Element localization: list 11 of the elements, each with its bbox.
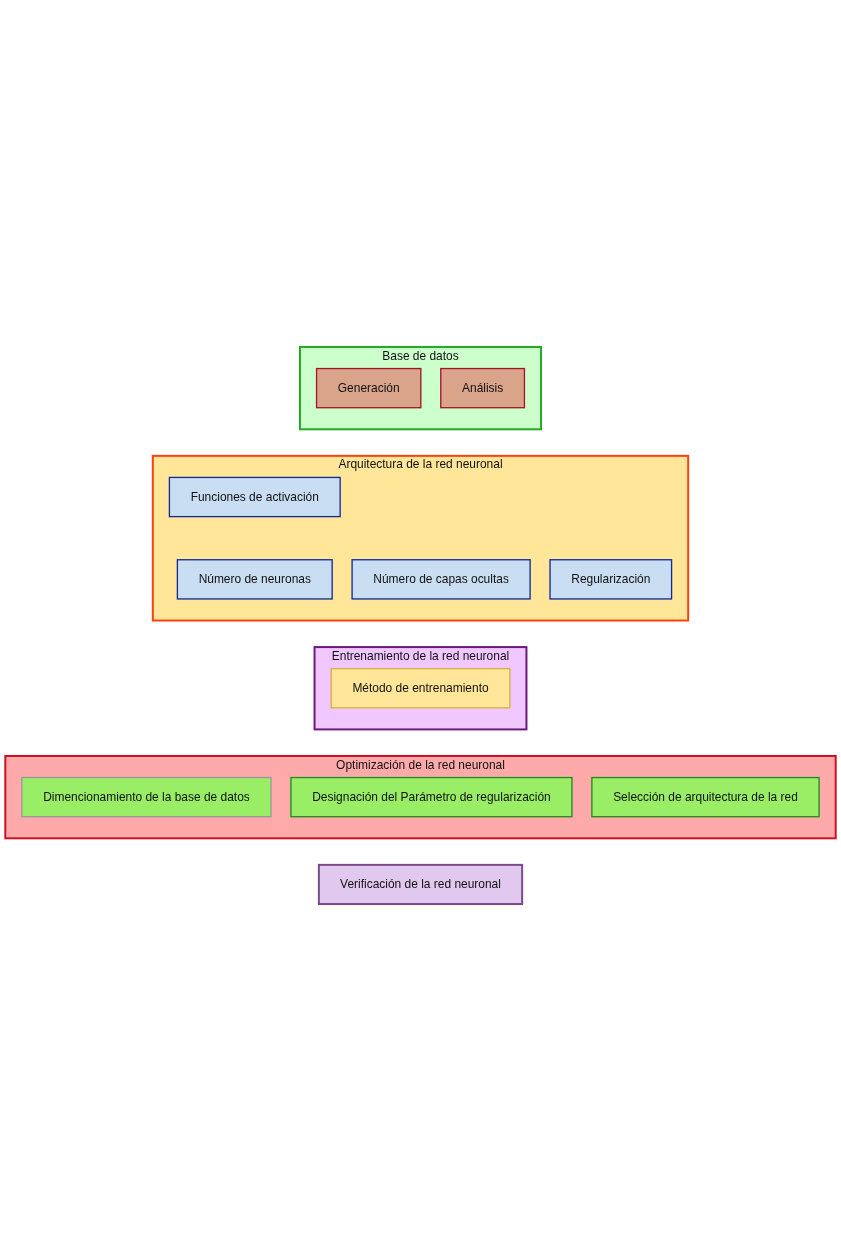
node-box: Dimencionamiento de la base de datos bbox=[21, 776, 272, 818]
node-box: Análisis bbox=[440, 367, 526, 409]
node-box: Número de neuronas bbox=[176, 559, 333, 600]
node-box: Número de capas ocultas bbox=[351, 559, 531, 600]
node-box: Método de entrenamiento bbox=[330, 668, 511, 709]
node-box: Regularización bbox=[549, 559, 673, 600]
node-box: Generación bbox=[315, 367, 422, 409]
node-box: Designación del Parámetro de regularización bbox=[290, 776, 573, 818]
node-box: Selección de arquitectura de la red bbox=[591, 776, 820, 818]
node-box: Verificación de la red neuronal bbox=[317, 863, 524, 906]
node-box: Funciones de activación bbox=[168, 476, 341, 518]
